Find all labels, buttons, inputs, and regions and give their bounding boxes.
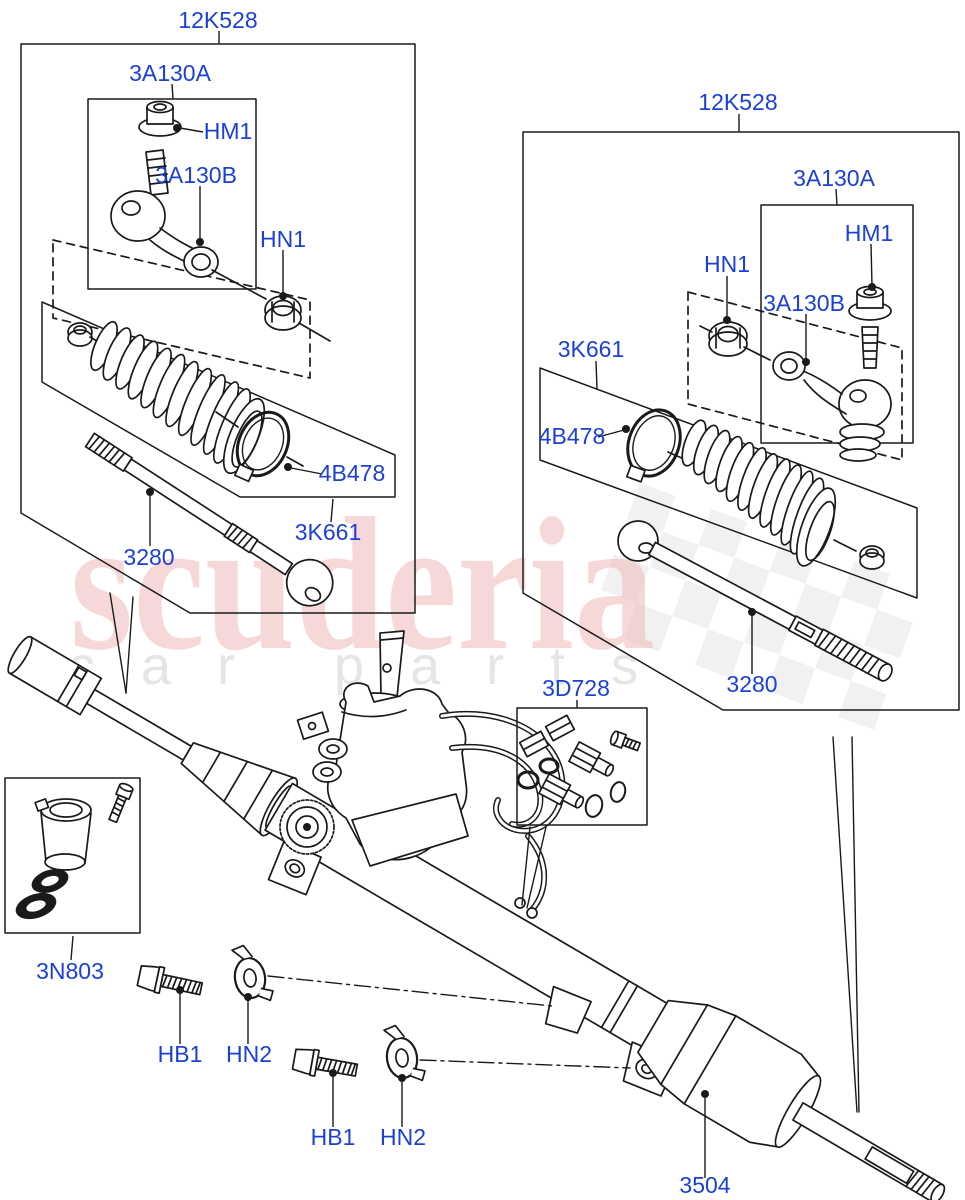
callout-kit-left[interactable]: 12K528 [178,7,257,33]
callout-nut-hm1-right[interactable]: HM1 [845,220,894,246]
tagline-watermark-word1: car [68,636,281,696]
boot-clamp-art-right [625,408,682,483]
kit-box-right [522,131,960,711]
leader-lines [70,31,873,1178]
callout-nut-hm1-left[interactable]: HM1 [204,118,253,144]
boot-art-right [681,419,857,567]
callout-bolt-hb1-2[interactable]: HB1 [311,1124,356,1150]
steering-gear-art [7,635,946,1200]
callout-bolt-hb1-1[interactable]: HB1 [158,1041,203,1067]
brand-watermark: scuderia [70,480,655,690]
callout-steering-gear[interactable]: 3504 [679,1172,730,1198]
nut-hn1-art-left [264,295,302,331]
nut-hn2-art-1 [231,944,274,1002]
plug-kit-box [4,777,141,934]
callout-inner-tie-rod-right[interactable]: 3280 [726,671,777,697]
callout-nut-hn2-2[interactable]: HN2 [380,1124,426,1150]
tie-rod-end-box-left [87,98,257,290]
callout-nut-hn1-left[interactable]: HN1 [260,226,306,252]
callout-boot-kit-right[interactable]: 3K661 [558,336,625,362]
callout-nut-hn2-1[interactable]: HN2 [226,1041,272,1067]
dashed-group-right [687,291,903,461]
callout-tie-rod-end-right[interactable]: 3A130B [763,290,845,316]
inner-tie-rod-art-right [617,520,893,682]
callout-plug-kit[interactable]: 3N803 [36,958,104,984]
inner-tie-rod-art-left [84,432,334,607]
kit-box-left [20,43,416,614]
callout-labels: 12K528 3A130A HM1 3A130B HN1 4B478 3280 … [36,7,893,1198]
dashed-group-left [52,239,311,379]
nut-hn2-art-2 [383,1024,426,1082]
boot-clamp-art-left [234,410,291,483]
callout-kit-right[interactable]: 12K528 [698,89,777,115]
boot-art-left [67,320,266,475]
callout-tie-rod-end-assembly-right[interactable]: 3A130A [793,165,876,191]
callout-boot-kit-left[interactable]: 3K661 [295,519,362,545]
bolt-hb1-art-2 [291,1048,359,1077]
callout-fitting-kit[interactable]: 3D728 [542,675,610,701]
diagram-art [4,43,960,1200]
callout-boot-clamp-right[interactable]: 4B478 [539,423,606,449]
callout-inner-tie-rod-left[interactable]: 3280 [123,544,174,570]
pinion-housing-art [279,630,566,919]
locator-lines [109,592,860,1113]
boot-kit-box-left [41,301,396,498]
callout-boot-clamp-left[interactable]: 4B478 [319,460,386,486]
boot-kit-box-right [539,367,918,599]
tie-rod-end-art-left [110,100,219,278]
fitting-kit-box [516,707,648,826]
leader-dots [146,124,876,1098]
bolt-hb1-art-1 [136,965,204,996]
callout-tie-rod-end-assembly-left[interactable]: 3A130A [129,60,212,86]
boot-nut-art-right [859,545,885,570]
tie-rod-end-art-right [772,285,892,462]
callout-tie-rod-end-left[interactable]: 3A130B [155,162,237,188]
nut-hn1-art-right [708,321,748,357]
callout-nut-hn1-right[interactable]: HN1 [704,251,750,277]
